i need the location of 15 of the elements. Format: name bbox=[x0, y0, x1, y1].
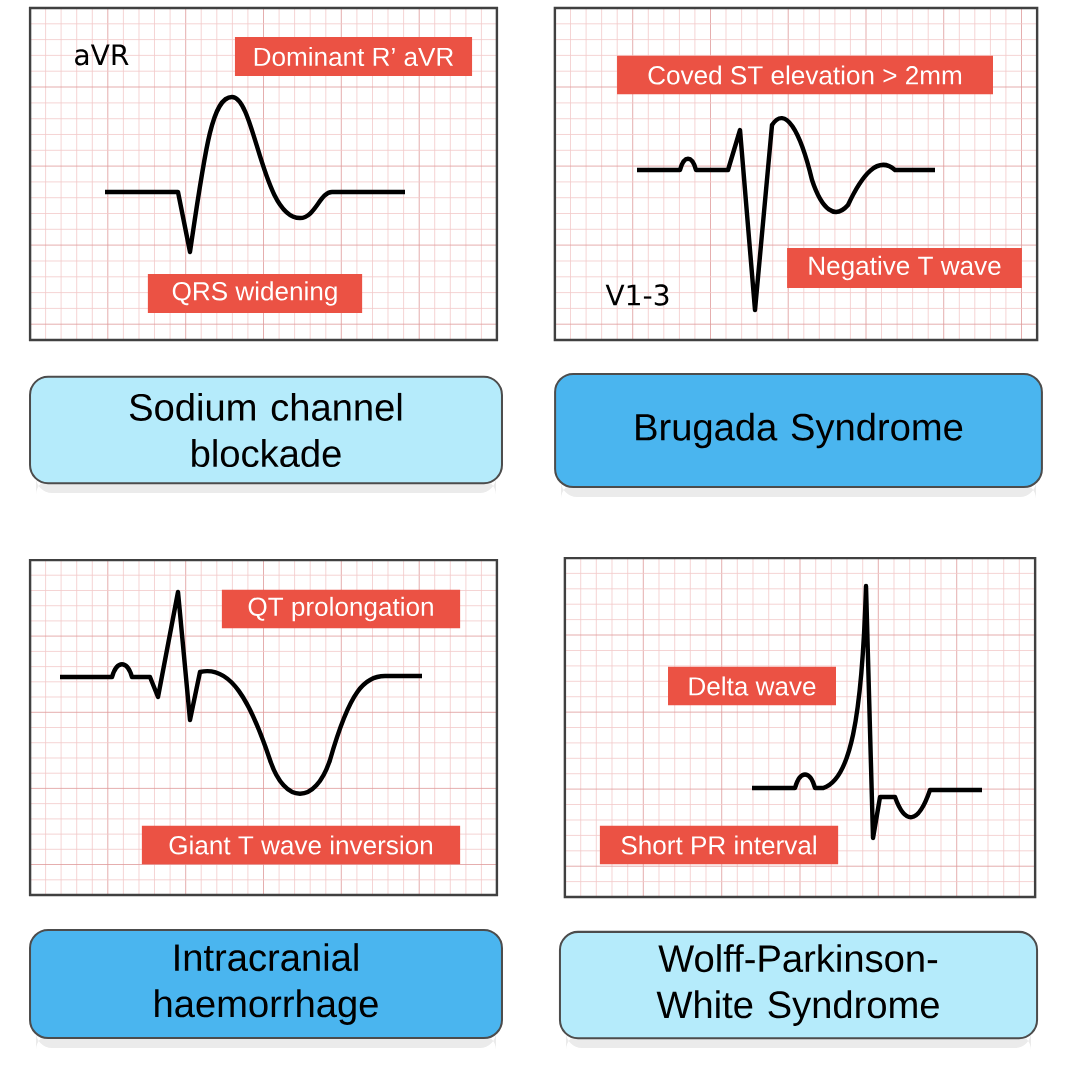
annotation-tag: Negative T wave bbox=[787, 248, 1022, 288]
annotation-tag: Giant T wave inversion bbox=[141, 825, 461, 865]
annotation-tag: QRS widening bbox=[147, 274, 363, 313]
diagnosis-box: Wolff-Parkinson-White Syndrome bbox=[558, 930, 1039, 1040]
lead-label: V1-3 bbox=[605, 284, 669, 306]
annotation-tag: Short PR interval bbox=[599, 825, 839, 865]
annotation-tag: QT prolongation bbox=[221, 589, 461, 629]
diagnosis-box: Sodium channel blockade bbox=[29, 375, 503, 485]
annotation-tag: Coved ST elevation > 2mm bbox=[617, 55, 993, 95]
diagnosis-box: Intracranial haemorrhage bbox=[29, 929, 503, 1039]
annotation-tag: Dominant R’ aVR bbox=[234, 37, 473, 76]
annotation-tag: Delta wave bbox=[668, 666, 836, 706]
diagnosis-box: Brugada Syndrome bbox=[554, 372, 1043, 489]
lead-label: aVR bbox=[75, 44, 129, 66]
ecg-grid bbox=[563, 556, 1037, 899]
